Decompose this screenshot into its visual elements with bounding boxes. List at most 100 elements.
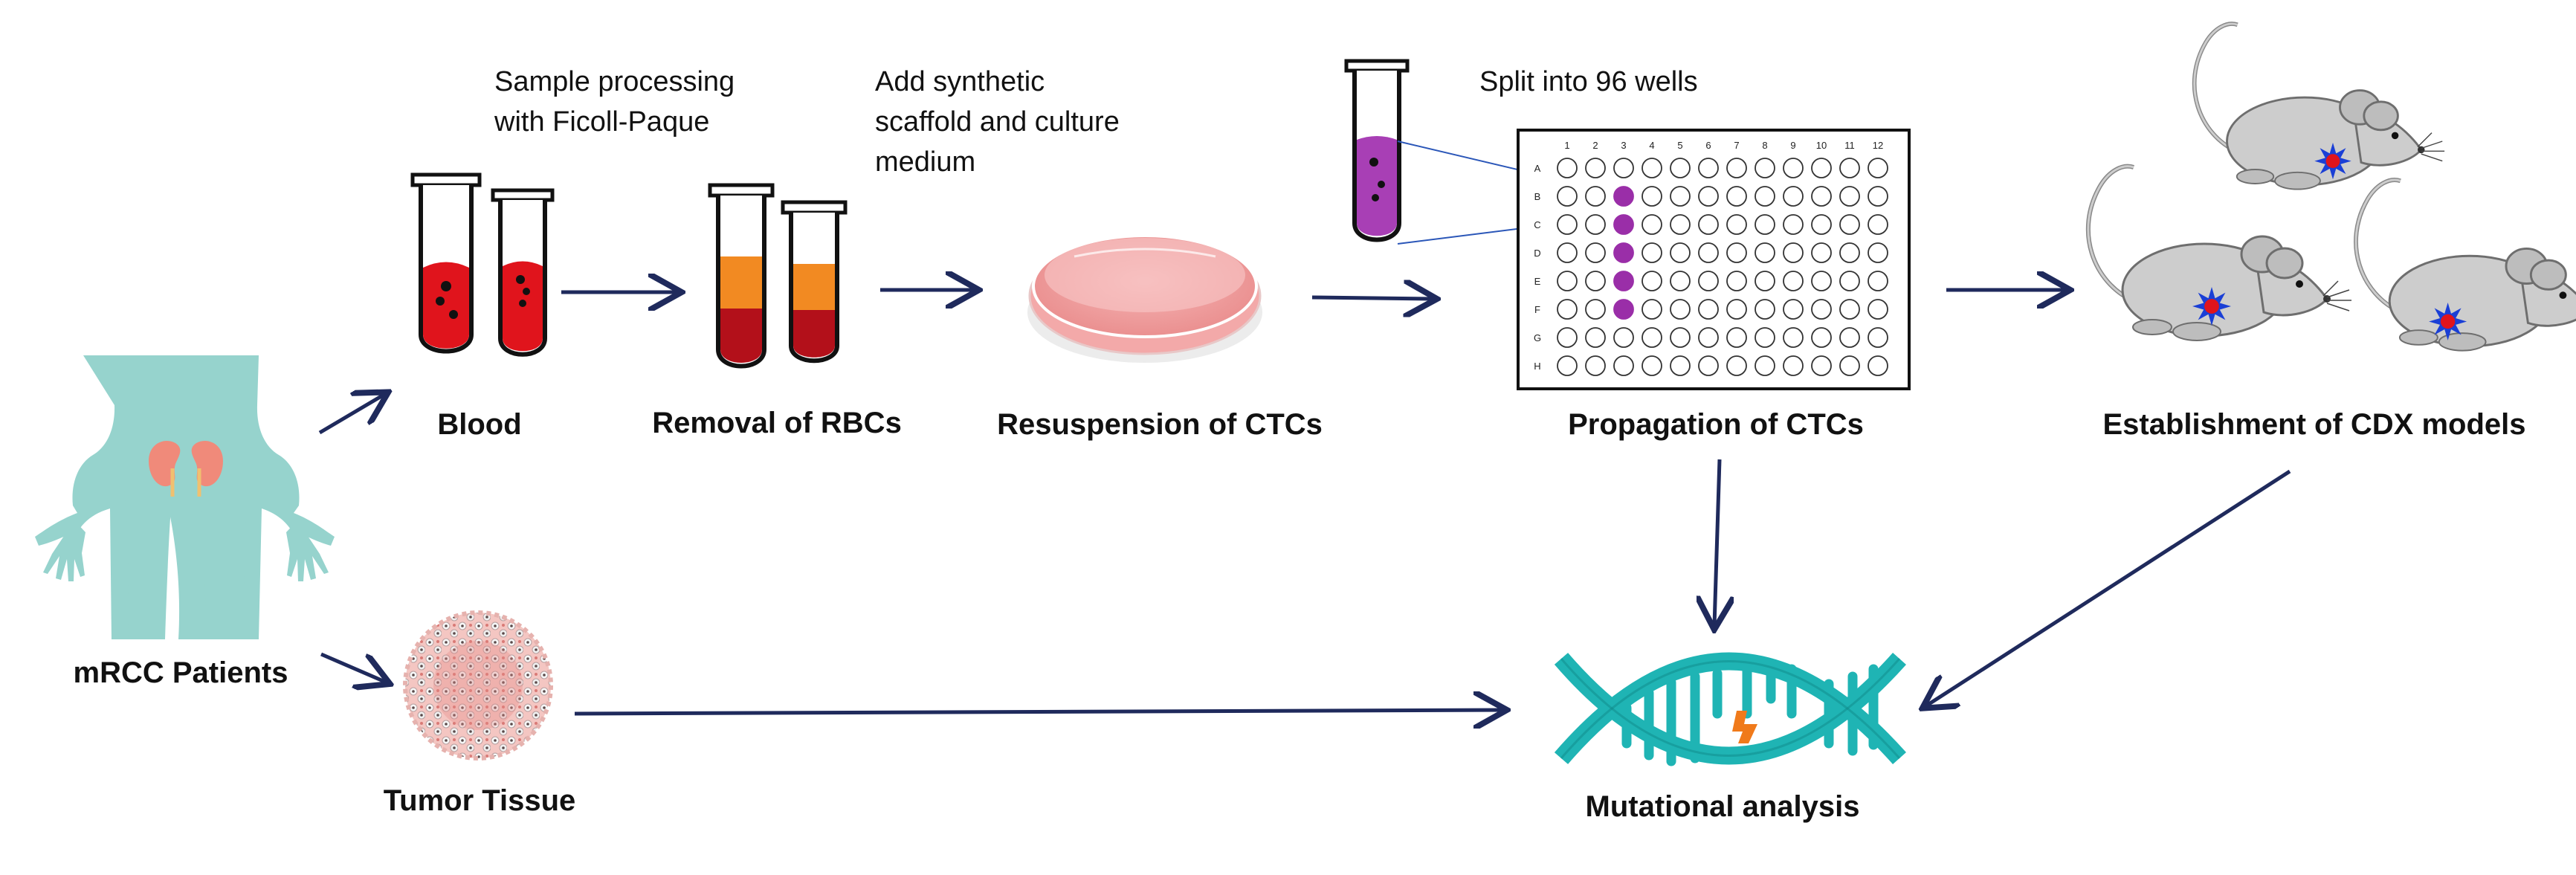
well [1868, 355, 1888, 376]
well [1726, 214, 1747, 235]
test-tube-icon [781, 200, 848, 364]
plate-column-label: 12 [1873, 140, 1883, 151]
plate-column-label: 10 [1816, 140, 1827, 151]
note-add-synthetic: Add synthetic [875, 66, 1045, 97]
well-filled [1613, 299, 1634, 320]
label-resuspension-ctcs: Resuspension of CTCs [997, 408, 1323, 441]
note-split-96-wells: Split into 96 wells [1479, 66, 1698, 97]
well [1585, 214, 1606, 235]
well-filled [1613, 214, 1634, 235]
plate-column-label: 2 [1592, 140, 1598, 151]
well [1811, 355, 1832, 376]
well [1585, 355, 1606, 376]
well [1670, 271, 1691, 291]
arrow [320, 652, 387, 682]
well [1642, 158, 1662, 178]
well [1839, 214, 1860, 235]
well-filled [1613, 186, 1634, 207]
well [1839, 242, 1860, 263]
well [1868, 186, 1888, 207]
tumor-icon [403, 610, 553, 761]
well [1613, 158, 1634, 178]
well [1670, 299, 1691, 320]
well [1783, 271, 1804, 291]
well [1557, 158, 1578, 178]
well [1811, 271, 1832, 291]
well [1557, 327, 1578, 348]
note-ficoll-paque: with Ficoll-Paque [494, 106, 709, 138]
well [1811, 327, 1832, 348]
well [1868, 242, 1888, 263]
well [1557, 214, 1578, 235]
well [1839, 327, 1860, 348]
tumor-core [2440, 314, 2456, 329]
well [1839, 158, 1860, 178]
well [1613, 355, 1634, 376]
well [1698, 271, 1719, 291]
plate-row-label: B [1534, 191, 1541, 202]
well [1811, 299, 1832, 320]
well [1783, 242, 1804, 263]
test-tube-icon [410, 172, 482, 354]
plate-column-label: 6 [1705, 140, 1711, 151]
well [1698, 327, 1719, 348]
well [1585, 299, 1606, 320]
test-tube-icon [1344, 59, 1410, 242]
test-tube-icon [708, 183, 775, 369]
well [1726, 327, 1747, 348]
plate-row-label: C [1534, 219, 1540, 230]
plate-column-label: 1 [1564, 140, 1569, 151]
well [1868, 299, 1888, 320]
well [1557, 271, 1578, 291]
mouse-icon [2192, 22, 2445, 190]
well [1755, 214, 1775, 235]
well [1783, 327, 1804, 348]
label-removal-rbcs: Removal of RBCs [652, 407, 902, 439]
well [1670, 355, 1691, 376]
well [1726, 158, 1747, 178]
well [1698, 299, 1719, 320]
note-sample-processing: Sample processing [494, 66, 735, 97]
dna-icon [1554, 652, 1906, 766]
arrow [1311, 297, 1433, 299]
well [1670, 242, 1691, 263]
note-medium: medium [875, 146, 975, 178]
well [1726, 242, 1747, 263]
well [1726, 186, 1747, 207]
label-cdx-models: Establishment of CDX models [2103, 408, 2526, 441]
label-propagation-ctcs: Propagation of CTCs [1568, 408, 1864, 441]
plate-row-label: D [1534, 248, 1540, 259]
well [1670, 214, 1691, 235]
well [1868, 214, 1888, 235]
well [1755, 271, 1775, 291]
test-tube-icon [491, 188, 555, 357]
well [1868, 158, 1888, 178]
well [1613, 327, 1634, 348]
plate-row-label: F [1534, 304, 1540, 315]
well [1698, 214, 1719, 235]
arrow [318, 394, 385, 435]
label-tumor-tissue: Tumor Tissue [384, 784, 576, 817]
well [1557, 355, 1578, 376]
well [1642, 327, 1662, 348]
mouse-icon [2354, 178, 2576, 352]
plate-column-label: 3 [1621, 140, 1626, 151]
tumor-core [2325, 154, 2340, 168]
arrow [1714, 459, 1720, 626]
well [1811, 214, 1832, 235]
well [1755, 242, 1775, 263]
tumor-core [2204, 299, 2219, 314]
well [1783, 186, 1804, 207]
well [1698, 186, 1719, 207]
well [1783, 214, 1804, 235]
well [1698, 355, 1719, 376]
plate-row-label: H [1534, 361, 1540, 372]
well [1839, 186, 1860, 207]
well [1585, 186, 1606, 207]
well [1585, 158, 1606, 178]
well [1783, 355, 1804, 376]
well [1839, 299, 1860, 320]
well [1557, 186, 1578, 207]
